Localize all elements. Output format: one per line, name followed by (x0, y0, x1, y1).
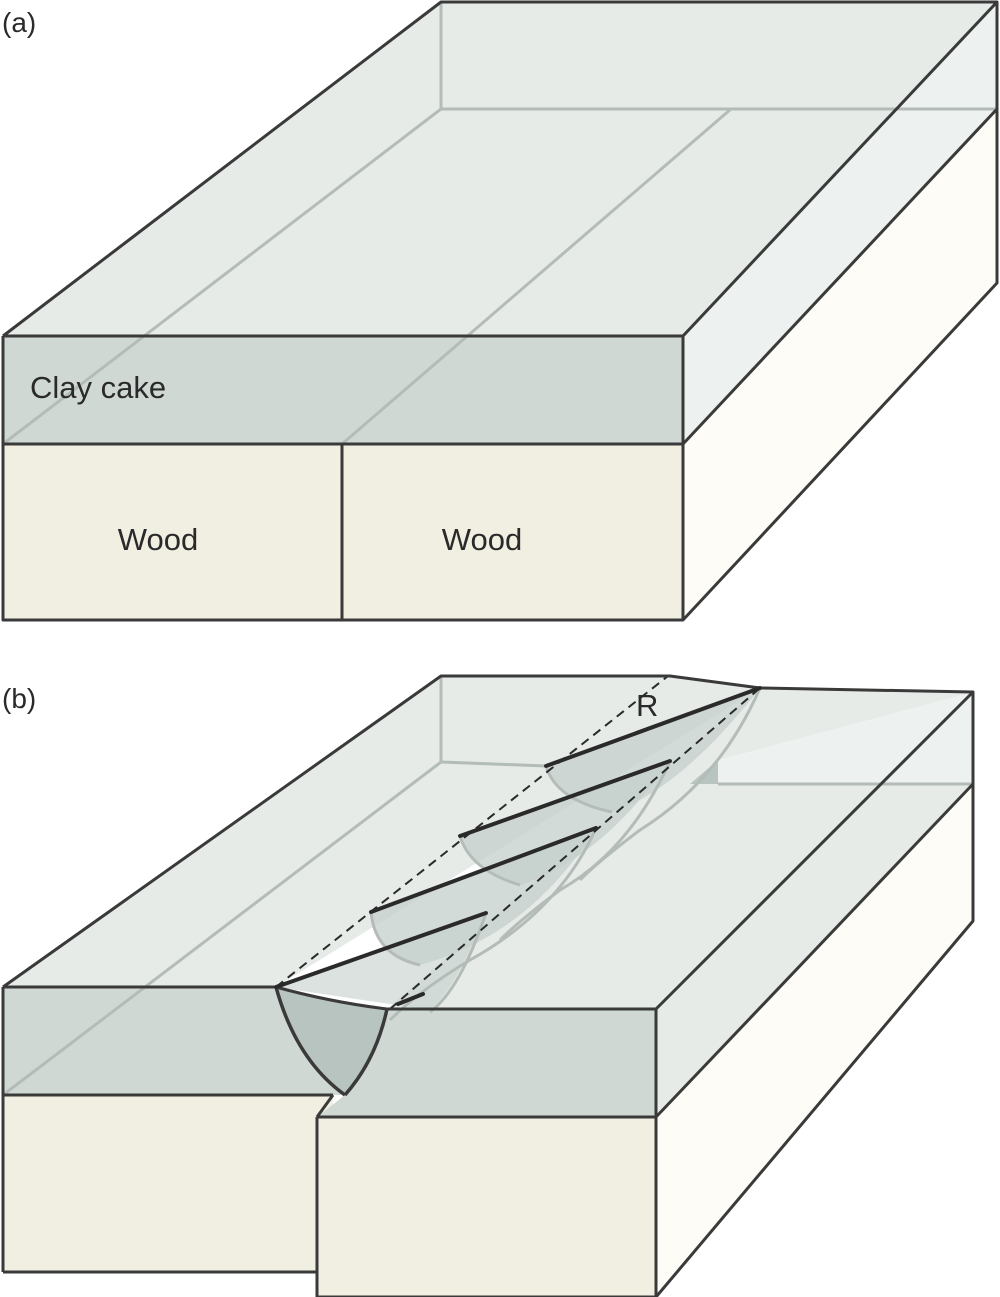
outline-a (1, 0, 999, 622)
panel-b: (b) (1, 674, 975, 1297)
main-fault-scarp (276, 987, 387, 1095)
hidden-lines-a (2, 2, 997, 446)
panel-b-label: (b) (2, 683, 36, 714)
right-clay-side-face (718, 692, 973, 784)
wood-side-face (683, 109, 997, 620)
left-clay-front-face (3, 987, 345, 1095)
right-wood-side-face (656, 784, 973, 1297)
riedel-label: R (636, 688, 658, 723)
right-clay-front-face (317, 1009, 656, 1117)
clay-cake-front-face (3, 336, 683, 444)
riedel-surface-1 (546, 688, 760, 812)
wood-block-right-front (342, 444, 683, 620)
left-wood-front-face (3, 1095, 333, 1272)
hidden-lines-b (2, 676, 973, 1097)
riedel-surface-2 (460, 761, 670, 885)
panel-a: (a) Clay cake Wood Woo (1, 0, 999, 622)
wood-block-left-front (3, 444, 342, 620)
riedel-surface-4 (276, 913, 486, 1010)
riedel-trace-5 (396, 992, 425, 1006)
riedel-trace-3 (369, 826, 598, 914)
riedel-shear-traces (274, 686, 762, 1006)
wood-right-label: Wood (442, 522, 522, 557)
wood-left-label: Wood (118, 522, 198, 557)
riedel-trace-2 (458, 759, 672, 838)
clay-cake-label: Clay cake (30, 370, 166, 405)
dashed-trace-lines (275, 675, 761, 1010)
outline-b (1, 674, 975, 1297)
right-wood-front-face (317, 1117, 656, 1297)
riedel-trace-1 (544, 686, 762, 768)
riedel-trace-4 (274, 911, 488, 989)
riedel-surface-3 (371, 828, 596, 965)
clay-cake-side-face (683, 2, 997, 444)
riedel-shear-surfaces (276, 688, 760, 1010)
panel-a-label: (a) (2, 7, 36, 38)
